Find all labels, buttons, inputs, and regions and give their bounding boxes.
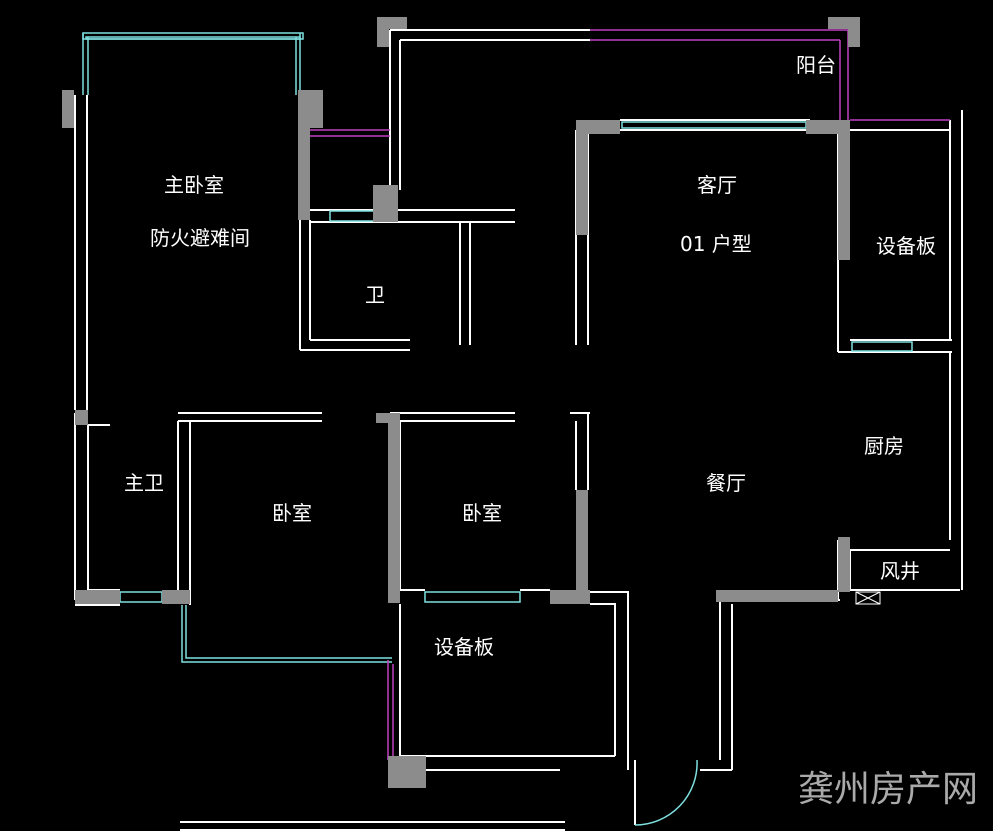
windows: [82, 32, 913, 826]
room-label-bedroom-left: 卧室: [272, 501, 312, 525]
room-label-kitchen: 厨房: [864, 434, 904, 458]
room-label-master-bath: 主卫: [124, 471, 164, 495]
room-label-equipment-platform-right: 设备板: [876, 234, 936, 258]
room-label-living-room: 客厅: [697, 173, 737, 197]
room-label-fire-refuge: 防火避难间: [150, 226, 250, 250]
room-label-master-bedroom: 主卧室: [164, 173, 224, 197]
air-shaft-mark: [855, 591, 881, 605]
room-label-bedroom-middle: 卧室: [462, 501, 502, 525]
room-label-air-shaft: 风井: [880, 559, 920, 583]
room-label-balcony: 阳台: [796, 53, 836, 77]
walls: [74, 29, 963, 831]
room-label-equipment-platform-bottom: 设备板: [434, 635, 494, 659]
room-label-dining-room: 餐厅: [706, 471, 746, 495]
columns: [62, 17, 860, 788]
room-label-bathroom: 卫: [365, 283, 385, 307]
room-label-unit-type: 01 户型: [680, 232, 752, 256]
balcony-lines: [310, 29, 950, 760]
watermark-text: 龚州房产网: [798, 769, 979, 810]
